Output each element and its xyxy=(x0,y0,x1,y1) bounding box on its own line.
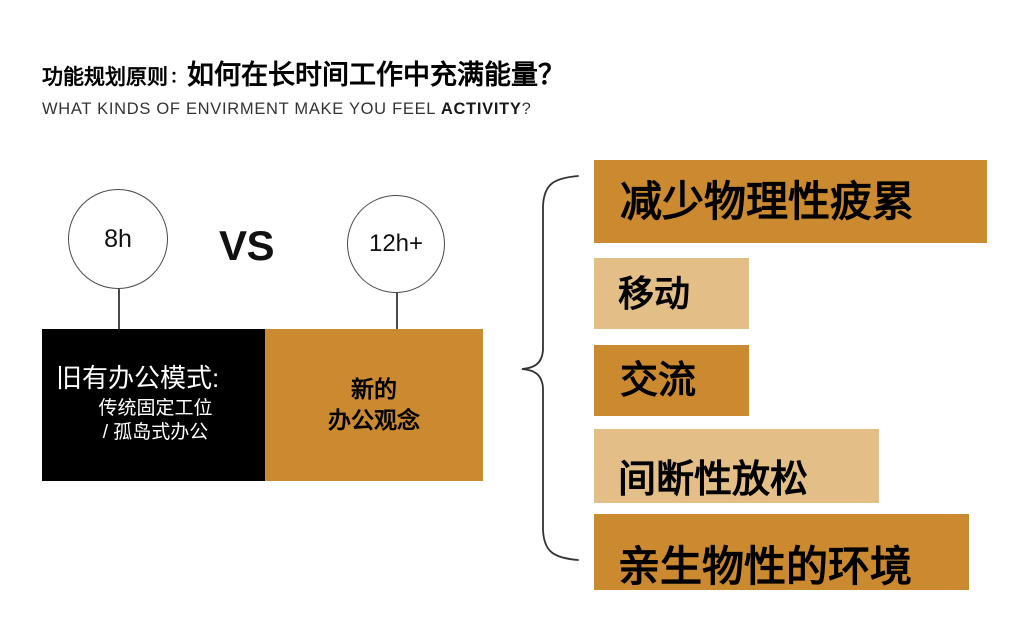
new-work-concept-line-2: 办公观念 xyxy=(328,407,420,433)
old-work-mode-block: 旧有办公模式: 传统固定工位 / 孤岛式办公 xyxy=(42,329,265,481)
benefit-bar-5: 亲生物性的环境 xyxy=(594,514,969,590)
new-work-concept-line-1: 新的 xyxy=(351,375,397,402)
hours-circle-12h-label: 12h+ xyxy=(368,230,424,257)
benefit-bar-1-label: 减少物理性疲累 xyxy=(620,177,915,225)
title-colon: ： xyxy=(170,69,187,86)
curly-brace-icon xyxy=(521,175,579,561)
page-subtitle: WHAT KINDS OF ENVIRMENT MAKE YOU FEEL AC… xyxy=(42,100,565,119)
subtitle-lead: WHAT KINDS OF ENVIRMENT MAKE YOU FEEL xyxy=(42,100,441,118)
header-block: 功能规划原则：如何在长时间工作中充满能量？ WHAT KINDS OF ENVI… xyxy=(42,62,565,119)
old-work-mode-detail-line-2: / 孤岛式办公 xyxy=(102,422,209,444)
connector-line-right xyxy=(396,292,398,330)
connector-line-left xyxy=(118,288,120,330)
benefit-bar-1: 减少物理性疲累 xyxy=(594,160,987,243)
hours-circle-8h: 8h xyxy=(68,189,168,289)
title-prefix: 功能规划原则 xyxy=(42,66,168,89)
hours-circle-12h: 12h+ xyxy=(347,195,445,293)
benefit-bar-3-label: 交流 xyxy=(620,359,697,402)
benefit-bar-4-label: 间断性放松 xyxy=(618,459,809,501)
subtitle-emphasis: ACTIVITY xyxy=(440,100,522,118)
hours-circle-8h-label: 8h xyxy=(104,224,132,253)
title-main: 如何在长时间工作中充满能量？ xyxy=(187,60,566,90)
old-work-mode-detail-line-1: 传统固定工位 xyxy=(98,397,213,419)
benefit-bar-2-label: 移动 xyxy=(618,272,691,314)
subtitle-tail: ? xyxy=(521,100,532,118)
old-work-mode-heading: 旧有办公模式: xyxy=(56,362,220,393)
benefit-bar-4: 间断性放松 xyxy=(594,429,879,503)
versus-label: VS xyxy=(219,222,275,269)
benefit-bar-3: 交流 xyxy=(594,345,749,416)
page-title: 功能规划原则：如何在长时间工作中充满能量？ xyxy=(42,62,565,89)
new-work-concept-block: 新的 办公观念 xyxy=(265,329,483,481)
benefit-bar-5-label: 亲生物性的环境 xyxy=(618,543,913,590)
benefit-bar-2: 移动 xyxy=(594,258,749,329)
